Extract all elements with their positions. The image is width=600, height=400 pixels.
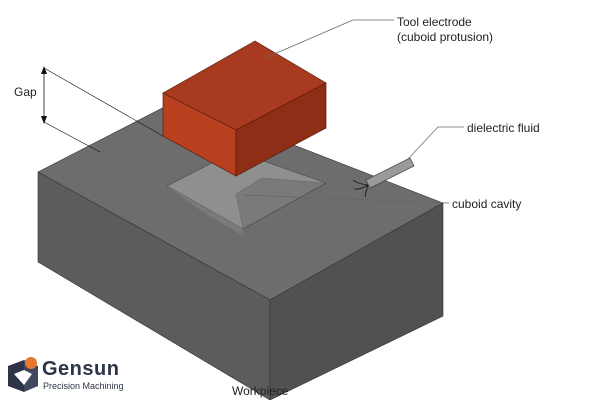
cuboid-cavity bbox=[166, 150, 327, 236]
fluid-leader bbox=[406, 126, 439, 161]
cavity-inner-wall-left bbox=[167, 186, 243, 236]
tool-electrode-label-line1: Tool electrode bbox=[397, 15, 472, 29]
tool-electrode-label: Tool electrode (cuboid protusion) bbox=[397, 15, 493, 45]
tool-electrode bbox=[162, 40, 327, 177]
leader-lines bbox=[242, 19, 464, 204]
workpiece-left-face bbox=[37, 171, 271, 400]
gensun-logo-icon bbox=[8, 357, 38, 392]
workpiece-front-face bbox=[269, 202, 444, 400]
dielectric-nozzle bbox=[352, 157, 415, 198]
cavity-leader bbox=[242, 194, 450, 204]
gap-extension-top bbox=[43, 67, 164, 137]
tool-leader bbox=[264, 19, 354, 59]
dielectric-fluid-label: dielectric fluid bbox=[467, 121, 540, 135]
gap-arrow-bottom bbox=[41, 116, 47, 124]
nozzle-icon bbox=[365, 157, 415, 189]
brand-tagline: Precision Machining bbox=[43, 381, 124, 391]
gap-extension-bottom bbox=[43, 121, 101, 153]
gap-arrow-top bbox=[41, 66, 47, 74]
workpiece-label: Workpiece bbox=[232, 384, 289, 398]
electrode-side-face bbox=[235, 82, 327, 177]
tool-electrode-label-line2: (cuboid protusion) bbox=[397, 30, 494, 44]
gap-label: Gap bbox=[14, 85, 37, 99]
gap-dimension bbox=[41, 66, 164, 153]
cuboid-cavity-label: cuboid cavity bbox=[452, 197, 522, 211]
cavity-inner-wall-right bbox=[235, 177, 327, 230]
fluid-spray bbox=[352, 179, 369, 198]
brand-name: Gensun bbox=[42, 358, 120, 380]
